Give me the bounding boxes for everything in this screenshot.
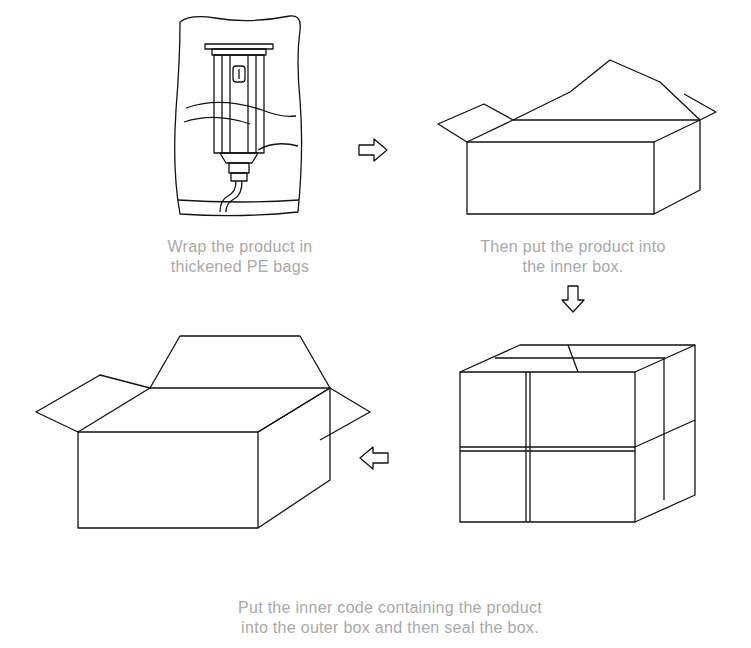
step-caption: Put the inner code containing the produc… <box>225 598 555 638</box>
step-caption: Then put the product into the inner box. <box>478 237 668 277</box>
step-arrow <box>359 139 387 161</box>
pe-bag <box>175 16 302 216</box>
inner-box <box>438 60 716 214</box>
step-caption: Wrap the product in thickened PE bags <box>145 237 335 277</box>
step-arrow <box>562 286 584 312</box>
outer-box <box>36 336 370 528</box>
stacked-inner-boxes <box>460 345 695 522</box>
step-arrow <box>360 447 388 469</box>
product-fixture <box>205 44 273 212</box>
